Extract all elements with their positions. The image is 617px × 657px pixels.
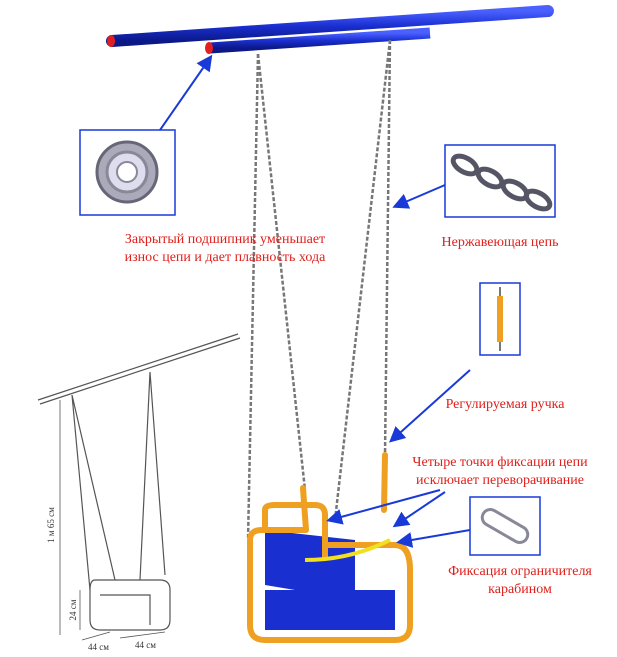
caption-line: Четыре точки фиксации цепи bbox=[412, 455, 588, 470]
dim-seat-height: 24 см bbox=[68, 599, 78, 620]
caption-carabiner: Фиксация ограничителя карабином bbox=[440, 563, 600, 599]
caption-line: износ цепи и дает плавность хода bbox=[124, 250, 326, 265]
seat bbox=[247, 502, 413, 643]
dim-height: 1 м 65 см bbox=[46, 507, 56, 543]
bearing-callout-image bbox=[79, 129, 176, 216]
chains bbox=[246, 39, 392, 541]
caption-handle: Регулируемая ручка bbox=[445, 397, 565, 412]
dimension-sketch bbox=[37, 333, 241, 641]
top-beam bbox=[106, 5, 554, 54]
chain-callout-image bbox=[444, 144, 556, 218]
caption-line: Закрытый подшипник уменьшает bbox=[124, 232, 326, 247]
handle-callout-image bbox=[479, 282, 521, 356]
caption-fixation: Четыре точки фиксации цепи исключает пер… bbox=[400, 454, 600, 490]
caption-chain: Нержавеющая цепь bbox=[441, 235, 559, 250]
caption-line: карабином bbox=[488, 582, 552, 597]
caption-bearing: Закрытый подшипник уменьшает износ цепи … bbox=[100, 231, 350, 267]
callout-arrows bbox=[159, 54, 471, 548]
carabiner-callout-image bbox=[469, 496, 541, 556]
caption-line: исключает переворачивание bbox=[416, 473, 584, 488]
dim-depth: 44 см bbox=[88, 642, 109, 652]
dim-width: 44 см bbox=[135, 640, 156, 650]
handles bbox=[300, 452, 388, 533]
caption-line: Фиксация ограничителя bbox=[448, 564, 592, 579]
